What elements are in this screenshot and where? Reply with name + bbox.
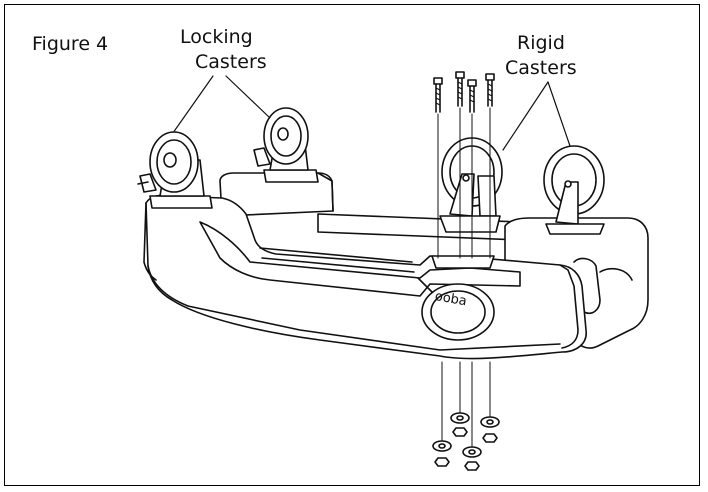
logo-badge: ooba [421,283,495,341]
rigid-caster-front [439,137,503,233]
mounting-plate [431,255,495,269]
cart-base: ooba [143,172,649,360]
rigid-casters-label-line1: Rigid [517,32,565,54]
locking-casters-label-line1: Locking [180,26,253,48]
washer-nut-4 [462,446,482,471]
figure-title: Figure 4 [32,33,109,55]
rigid-caster-back [543,145,605,235]
callout-leaders [167,75,571,151]
locking-casters-label-line2: Casters [195,51,267,73]
rigid-casters-label-line2: Casters [505,57,577,79]
alignment-lines [437,107,491,451]
washers-and-nuts [432,412,500,471]
locking-caster-back [253,107,319,183]
locking-caster-front [137,131,213,209]
washer-nut-2 [480,416,500,443]
logo-text: ooba [434,289,468,309]
washer-nut-3 [432,440,452,467]
washer-nut-1 [450,412,470,437]
figure-frame [4,4,700,486]
mounting-bolts [433,71,495,113]
